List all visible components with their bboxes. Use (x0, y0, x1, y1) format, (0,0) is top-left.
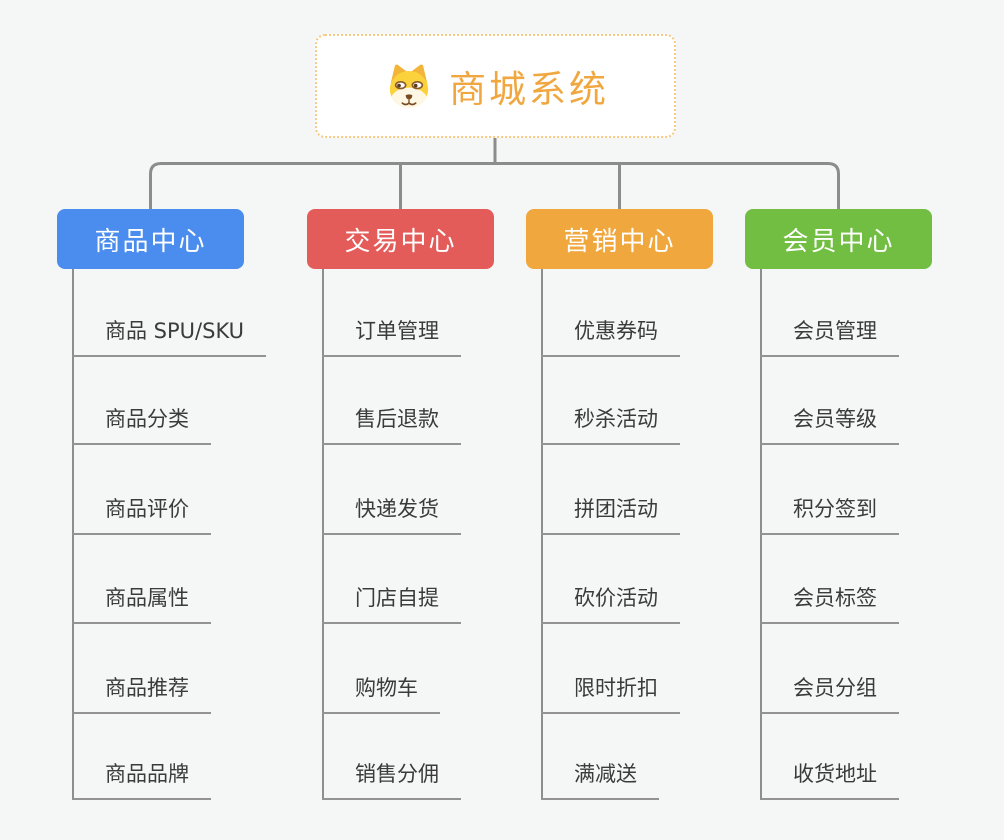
branch-member-center: 会员中心 会员管理 会员等级 积分签到 会员标签 会员分组 收货地址 (745, 209, 1004, 809)
branch-header-label: 会员中心 (782, 226, 895, 257)
leaf-node[interactable]: 门店自提 (322, 582, 461, 624)
branch-trade-center: 交易中心 订单管理 售后退款 快递发货 门店自提 购物车 销售分佣 (307, 209, 567, 809)
leaf-node[interactable]: 砍价活动 (541, 582, 680, 624)
branch-header-marketing[interactable]: 营销中心 (526, 209, 713, 269)
leaf-node[interactable]: 销售分佣 (322, 758, 461, 800)
root-node[interactable]: 商城系统 (315, 34, 676, 138)
leaf-node[interactable]: 快递发货 (322, 493, 461, 535)
branch-header-member[interactable]: 会员中心 (745, 209, 932, 269)
leaf-node[interactable]: 商品品牌 (72, 758, 211, 800)
branch-header-label: 商品中心 (94, 226, 207, 257)
leaf-node[interactable]: 商品评价 (72, 493, 211, 535)
branch-header-product[interactable]: 商品中心 (57, 209, 244, 269)
leaf-node[interactable]: 限时折扣 (541, 672, 680, 714)
leaf-node[interactable]: 积分签到 (760, 493, 899, 535)
leaf-node[interactable]: 商品 SPU/SKU (72, 315, 267, 357)
leaf-node[interactable]: 会员等级 (760, 403, 899, 445)
leaf-node[interactable]: 会员管理 (760, 315, 899, 357)
leaf-node[interactable]: 商品分类 (72, 403, 211, 445)
dog-face-icon (389, 64, 429, 108)
branch-marketing-center: 营销中心 优惠券码 秒杀活动 拼团活动 砍价活动 限时折扣 满减送 (526, 209, 786, 809)
branch-header-trade[interactable]: 交易中心 (307, 209, 494, 269)
leaf-node[interactable]: 会员标签 (760, 582, 899, 624)
leaf-node[interactable]: 秒杀活动 (541, 403, 680, 445)
root-title: 商城系统 (449, 68, 609, 111)
leaf-node[interactable]: 售后退款 (322, 403, 461, 445)
leaf-node[interactable]: 购物车 (322, 672, 440, 714)
branch-bar-line (149, 162, 840, 209)
leaf-node[interactable]: 商品推荐 (72, 672, 211, 714)
leaf-node[interactable]: 满减送 (541, 758, 659, 800)
leaf-node[interactable]: 商品属性 (72, 582, 211, 624)
branch-header-label: 交易中心 (344, 226, 457, 257)
leaf-node[interactable]: 订单管理 (322, 315, 461, 357)
leaf-node[interactable]: 会员分组 (760, 672, 899, 714)
branch-product-center: 商品中心 商品 SPU/SKU 商品分类 商品评价 商品属性 商品推荐 商品品牌 (57, 209, 317, 809)
leaf-node[interactable]: 拼团活动 (541, 493, 680, 535)
leaf-node[interactable]: 优惠券码 (541, 315, 680, 357)
leaf-node[interactable]: 收货地址 (760, 758, 899, 800)
branch-header-label: 营销中心 (563, 226, 676, 257)
